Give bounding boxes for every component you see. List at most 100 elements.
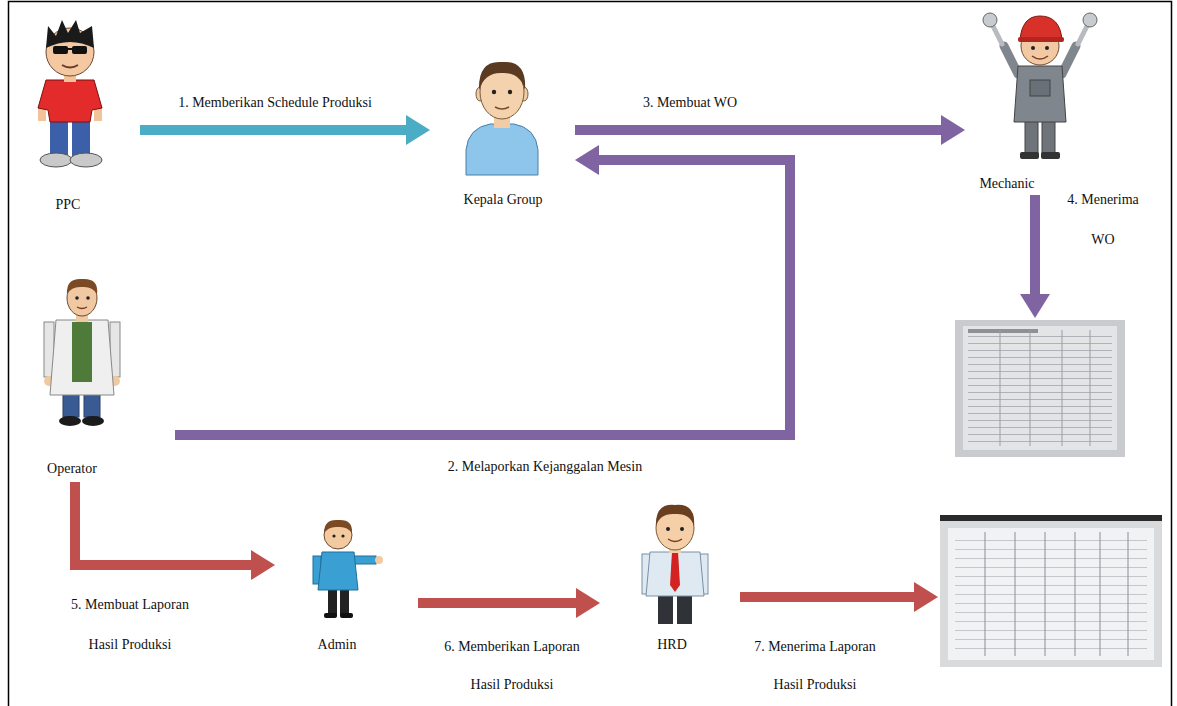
- admin-figure: [354, 556, 376, 564]
- ppc-figure: [53, 46, 68, 54]
- node-label: HRD: [657, 637, 687, 654]
- mechanic-figure: [1062, 46, 1076, 74]
- mechanic-figure: [1018, 37, 1064, 42]
- step-label: 2. Melaporkan Kejanggalan Mesin: [345, 458, 745, 476]
- document-photo-report: [940, 515, 1162, 521]
- flow-arrow: [1030, 195, 1040, 294]
- edge-label-holder: 7. Menerima Laporan Hasil Produksi: [745, 628, 885, 704]
- document-photo-report: [955, 540, 1147, 654]
- step-label: 6. Memberikan Laporan Hasil Produksi: [435, 628, 590, 704]
- step-label: 3. Membuat WO: [590, 94, 790, 112]
- flow-arrow: [575, 125, 941, 135]
- document-photo-wo: [955, 320, 1125, 457]
- ppc-figure: [62, 65, 78, 68]
- node-label: Kepala Group: [464, 192, 543, 209]
- ppc-figure: [70, 153, 102, 167]
- document-photo-report: [985, 532, 986, 656]
- kepala-group-figure: [466, 62, 538, 175]
- operator-figure: [50, 320, 114, 395]
- hrd-figure: [642, 505, 708, 624]
- edge-label-holder: 2. Melaporkan Kejanggalan Mesin: [345, 458, 745, 476]
- kepala-group-figure: [492, 90, 496, 94]
- ppc-figure: [68, 48, 72, 50]
- admin-figure: [324, 520, 352, 533]
- document-photo-wo: [955, 320, 1125, 457]
- step-label: 1. Memberikan Schedule Produksi: [125, 94, 425, 112]
- operator-figure: [44, 279, 120, 426]
- step-label: 5. Membuat Laporan Hasil Produksi: [60, 585, 200, 665]
- document-photo-report: [1100, 532, 1101, 656]
- document-photo-wo: [1090, 330, 1091, 446]
- node-label: Operator: [47, 461, 97, 478]
- document-photo-wo: [968, 329, 1038, 333]
- mechanic-figure: [1014, 66, 1066, 122]
- person-node: Admin: [275, 510, 418, 655]
- mechanic-figure: [983, 13, 1097, 159]
- ppc-figure: [72, 118, 90, 156]
- hrd-figure: [677, 592, 692, 624]
- document-photo-wo: [1030, 330, 1031, 446]
- hrd-figure: [666, 527, 670, 531]
- admin-figure: [318, 552, 358, 590]
- node-label: Admin: [318, 637, 357, 654]
- operator-figure: [75, 296, 79, 300]
- admin-figure: [332, 534, 335, 537]
- flow-arrow: [175, 160, 790, 435]
- ppc-figure: [50, 118, 68, 156]
- person-node: Kepala Group: [430, 50, 575, 215]
- hrd-figure: [680, 527, 684, 531]
- flow-arrow: [418, 598, 576, 608]
- admin-figure: [313, 520, 383, 618]
- document-photo-report: [1075, 532, 1076, 656]
- admin-figure: [375, 556, 383, 564]
- hrd-figure: [646, 552, 704, 596]
- document-photo-wo: [1000, 330, 1090, 446]
- document-photo-wo: [1000, 330, 1001, 446]
- hrd-figure: [658, 592, 673, 624]
- mechanic-figure: [1031, 46, 1035, 50]
- mechanic-figure: [1042, 118, 1055, 154]
- kepala-group-figure: [466, 124, 538, 175]
- document-photo-wo: [1062, 330, 1063, 446]
- edge-label-holder: 4. Menerima WO: [1057, 180, 1149, 260]
- ppc-figure: [38, 20, 102, 167]
- edge-label-holder: 5. Membuat Laporan Hasil Produksi: [60, 585, 200, 665]
- hrd-figure: [670, 552, 680, 592]
- mechanic-figure: [1004, 46, 1018, 74]
- ppc-figure: [38, 80, 102, 122]
- document-photo-report: [1015, 532, 1016, 656]
- edge-label-holder: 1. Memberikan Schedule Produksi: [125, 94, 425, 112]
- document-node: [955, 318, 1125, 458]
- hrd-figure: [668, 539, 682, 542]
- edge-label-holder: 3. Membuat WO: [590, 94, 790, 112]
- person-node: Operator: [30, 272, 175, 482]
- document-photo-report: [948, 528, 1154, 660]
- ppc-figure: [72, 46, 87, 54]
- flow-arrow: [140, 125, 406, 135]
- mechanic-figure: [1078, 24, 1088, 44]
- mechanic-figure: [1020, 152, 1039, 159]
- edge-label-holder: 6. Memberikan Laporan Hasil Produksi: [435, 628, 590, 704]
- person-node: Mechanic: [965, 5, 1100, 195]
- document-photo-report: [940, 515, 1162, 667]
- kepala-group-figure: [479, 62, 525, 90]
- mechanic-figure: [1083, 13, 1097, 27]
- kepala-group-figure: [508, 90, 512, 94]
- mechanic-figure: [1020, 16, 1062, 40]
- step-label: 4. Menerima WO: [1057, 180, 1149, 260]
- hrd-figure: [656, 505, 694, 526]
- person-node: PPC: [25, 15, 140, 220]
- document-photo-report: [985, 532, 1128, 656]
- flow-arrow: [75, 482, 251, 565]
- step-label: 7. Menerima Laporan Hasil Produksi: [745, 628, 885, 704]
- ppc-figure: [40, 153, 72, 167]
- operator-figure: [72, 322, 92, 382]
- operator-figure: [59, 416, 81, 426]
- mechanic-figure: [983, 13, 997, 27]
- admin-figure: [324, 613, 337, 618]
- document-photo-report: [1128, 532, 1129, 656]
- operator-figure: [82, 416, 104, 426]
- mechanic-figure: [1041, 152, 1060, 159]
- mechanic-figure: [1032, 56, 1048, 59]
